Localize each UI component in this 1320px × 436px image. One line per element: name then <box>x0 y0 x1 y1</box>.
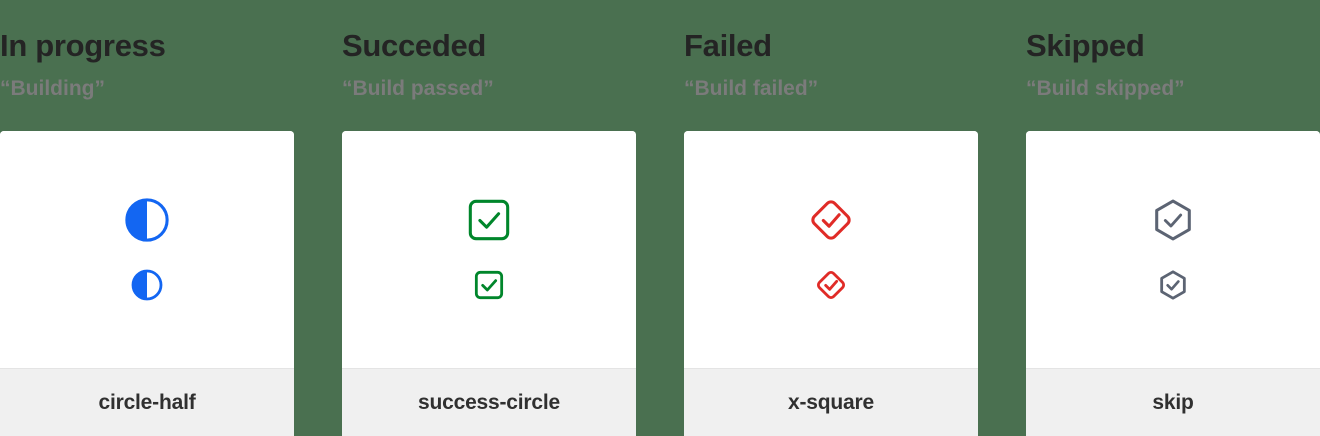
icon-card-x-square[interactable]: x-square <box>684 130 978 436</box>
x-square-icon <box>808 197 854 243</box>
success-circle-icon <box>473 269 505 301</box>
status-subtitle: “Build failed” <box>684 76 819 100</box>
status-column-failed: Failed “Build failed” <box>684 0 978 436</box>
status-column-skipped: Skipped “Build skipped” <box>1026 0 1320 436</box>
status-subtitle: “Build passed” <box>342 76 494 100</box>
page-title: Skipped <box>1026 28 1145 63</box>
icon-card-footer: success-circle <box>342 368 636 436</box>
page-title: Succeded <box>342 28 487 63</box>
column-heading-in-progress: In progress “Building” <box>0 0 294 100</box>
icon-name-label: success-circle <box>418 390 560 414</box>
column-heading-skipped: Skipped “Build skipped” <box>1026 0 1320 100</box>
icon-preview-area <box>342 130 636 368</box>
skip-icon <box>1157 269 1189 301</box>
status-subtitle: “Build skipped” <box>1026 76 1185 100</box>
success-circle-icon <box>466 197 512 243</box>
column-heading-succeded: Succeded “Build passed” <box>342 0 636 100</box>
icon-name-label: skip <box>1152 390 1194 414</box>
icon-preview-area <box>1026 130 1320 368</box>
icon-card-skip[interactable]: skip <box>1026 130 1320 436</box>
circle-half-icon <box>131 269 163 301</box>
icon-preview-area <box>0 130 294 368</box>
status-column-succeded: Succeded “Build passed” <box>342 0 636 436</box>
icon-card-success-circle[interactable]: success-circle <box>342 130 636 436</box>
icon-card-footer: circle-half <box>0 368 294 436</box>
icon-name-label: x-square <box>788 390 874 414</box>
status-subtitle: “Building” <box>0 76 105 100</box>
icon-card-circle-half[interactable]: circle-half <box>0 130 294 436</box>
x-square-icon <box>815 269 847 301</box>
status-column-in-progress: In progress “Building” <box>0 0 294 436</box>
icon-name-label: circle-half <box>98 390 196 414</box>
page-title: Failed <box>684 28 772 63</box>
icon-preview-area <box>684 130 978 368</box>
skip-icon <box>1150 197 1196 243</box>
circle-half-icon <box>124 197 170 243</box>
icon-card-footer: skip <box>1026 368 1320 436</box>
page-title: In progress <box>0 28 166 63</box>
column-heading-failed: Failed “Build failed” <box>684 0 978 100</box>
icon-card-footer: x-square <box>684 368 978 436</box>
